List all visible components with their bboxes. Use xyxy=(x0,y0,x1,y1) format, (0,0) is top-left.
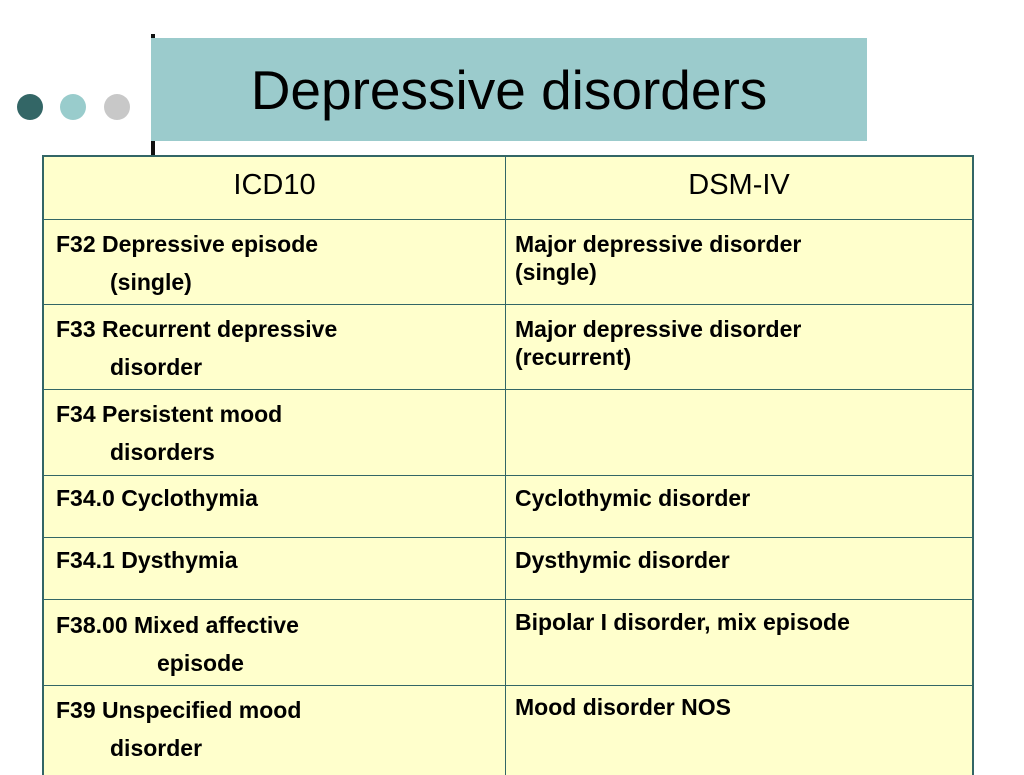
cell-line-continued: episode xyxy=(157,650,244,676)
table-cell-icd: F38.00 Mixed affective episode xyxy=(56,611,299,677)
table-row-divider xyxy=(44,537,972,538)
decorative-dot-dark xyxy=(17,94,43,120)
table-cell-icd: F34.0 Cyclothymia xyxy=(56,484,258,512)
decorative-vertical-line-bottom xyxy=(151,138,155,158)
cell-line-continued: disorders xyxy=(110,439,215,465)
table-column-divider xyxy=(505,157,506,775)
table-row-divider xyxy=(44,304,972,305)
table-cell-icd: F34.1 Dysthymia xyxy=(56,546,238,574)
table-row-divider xyxy=(44,219,972,220)
header-dsm-iv: DSM-IV xyxy=(688,169,790,201)
table-row-divider xyxy=(44,599,972,600)
cell-line: F33 Recurrent depressive xyxy=(56,316,338,342)
cell-line-continued: (recurrent) xyxy=(515,344,632,370)
table-cell-dsm: Bipolar I disorder, mix episode xyxy=(515,608,850,636)
table-cell-dsm: Dysthymic disorder xyxy=(515,546,730,574)
cell-line: F34.1 Dysthymia xyxy=(56,547,238,573)
table-cell-dsm: Major depressive disorder (recurrent) xyxy=(515,315,801,371)
comparison-table: ICD10 DSM-IV F32 Depressive episode (sin… xyxy=(42,155,974,775)
cell-line-continued: disorder xyxy=(110,735,203,761)
cell-line: Dysthymic disorder xyxy=(515,547,730,573)
cell-line: F32 Depressive episode xyxy=(56,231,319,257)
cell-line: Mood disorder NOS xyxy=(515,694,731,720)
slide-title: Depressive disorders xyxy=(250,59,768,121)
table-cell-icd: F32 Depressive episode (single) xyxy=(56,230,318,296)
table-row-divider xyxy=(44,685,972,686)
cell-line: F39 Unspecified mood xyxy=(56,697,302,723)
table-cell-icd: F33 Recurrent depressive disorder xyxy=(56,315,337,381)
table-cell-dsm: Mood disorder NOS xyxy=(515,693,731,721)
table-cell-icd: F39 Unspecified mood disorder xyxy=(56,696,301,762)
cell-line: F38.00 Mixed affective xyxy=(56,612,299,638)
table-cell-dsm: Major depressive disorder (single) xyxy=(515,230,801,286)
title-bar: Depressive disorders xyxy=(151,38,867,141)
decorative-dot-teal xyxy=(60,94,86,120)
cell-line: F34 Persistent mood xyxy=(56,401,283,427)
cell-line-continued: (single) xyxy=(515,259,597,285)
cell-line: Major depressive disorder xyxy=(515,231,802,257)
cell-line-continued: (single) xyxy=(110,269,192,295)
cell-line: Cyclothymic disorder xyxy=(515,485,751,511)
header-icd10: ICD10 xyxy=(233,169,316,201)
cell-line: Bipolar I disorder, mix episode xyxy=(515,609,850,635)
table-row-divider xyxy=(44,389,972,390)
cell-line: F34.0 Cyclothymia xyxy=(56,485,258,511)
cell-line: Major depressive disorder xyxy=(515,316,802,342)
table-cell-icd: F34 Persistent mood disorders xyxy=(56,400,282,466)
table-cell-dsm: Cyclothymic disorder xyxy=(515,484,750,512)
cell-line-continued: disorder xyxy=(110,354,203,380)
decorative-dot-gray xyxy=(104,94,130,120)
table-row-divider xyxy=(44,475,972,476)
